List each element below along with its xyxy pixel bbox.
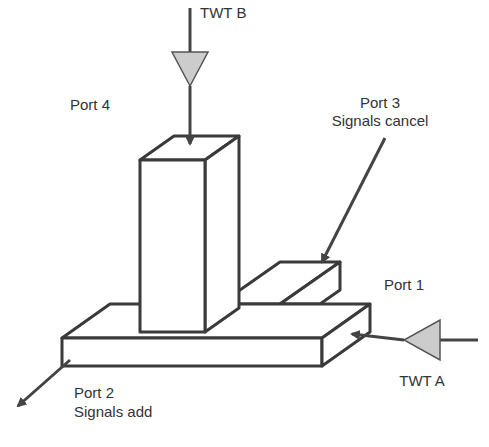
- output-arrow: [18, 360, 70, 406]
- port-label: Port 2: [74, 384, 114, 402]
- port-label: Port 4: [70, 96, 110, 114]
- signal-arrow: [352, 334, 404, 340]
- leader-arrow: [322, 138, 385, 262]
- port4-arm-side: [205, 136, 239, 332]
- signal-arrow: [189, 86, 192, 144]
- port4-arm-front: [140, 160, 205, 332]
- port3-arm-side: [280, 262, 340, 304]
- signal-note: Signals add: [74, 403, 152, 421]
- input-line: [189, 8, 192, 52]
- amplifier-label: TWT B: [200, 4, 246, 22]
- amplifier-label: TWT A: [399, 372, 445, 390]
- input-line: [440, 339, 478, 342]
- main-arm-front: [62, 338, 322, 366]
- signal-note: Signals cancel: [332, 112, 429, 130]
- amplifier-symbol: [172, 52, 208, 86]
- port-label: Port 1: [384, 276, 424, 294]
- port-label: Port 3: [360, 94, 400, 112]
- amplifier-symbol: [404, 320, 440, 360]
